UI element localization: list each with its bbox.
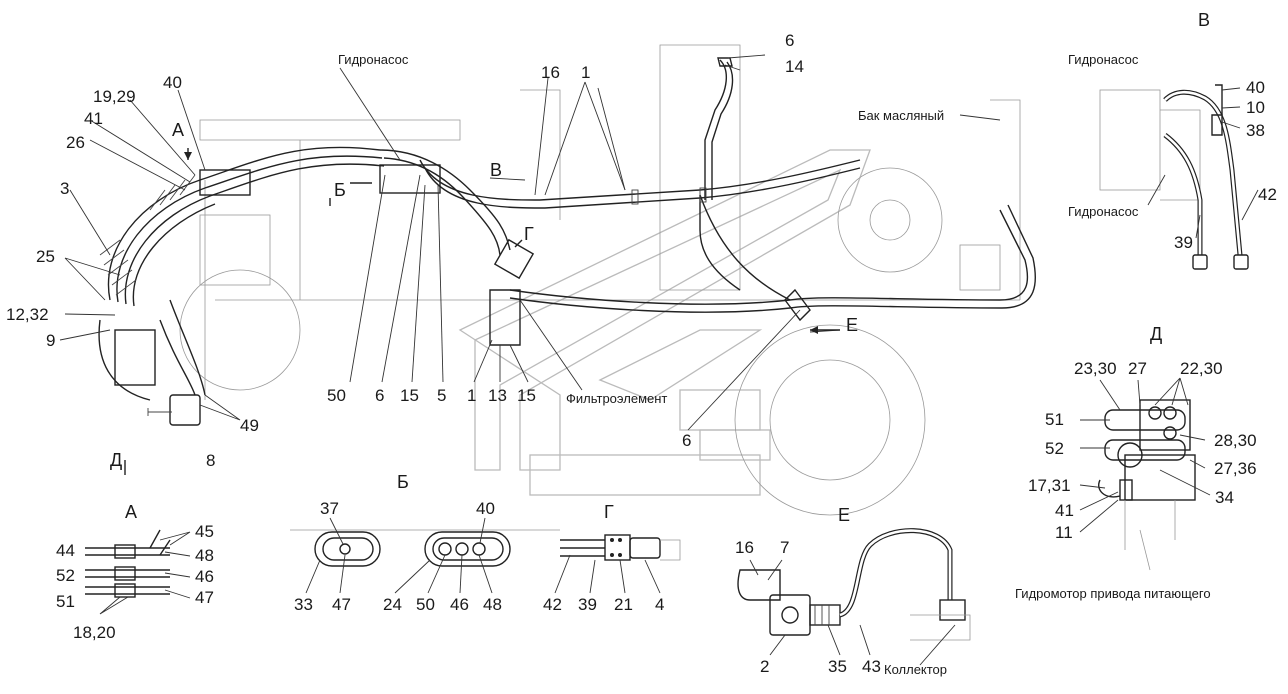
detail-g	[554, 534, 681, 594]
num-d: 23,30	[1074, 359, 1117, 378]
num-b: 48	[483, 595, 502, 614]
num-main: 6	[375, 386, 384, 405]
num-b: 50	[416, 595, 435, 614]
frame	[179, 44, 1021, 516]
section-title-d: Д	[1150, 324, 1162, 344]
section-mark-v: В	[490, 160, 502, 180]
num-g: 42	[543, 595, 562, 614]
num-d: 17,31	[1028, 476, 1071, 495]
num-b: 46	[450, 595, 469, 614]
num-main: 3	[60, 179, 69, 198]
num-main: 8	[206, 451, 215, 470]
section-mark-b: Б	[334, 180, 346, 200]
num-d: 52	[1045, 439, 1064, 458]
num-v: 40	[1246, 78, 1265, 97]
num-a: 45	[195, 522, 214, 541]
num-main: 25	[36, 247, 55, 266]
num-e: 35	[828, 657, 847, 676]
num-g: 21	[614, 595, 633, 614]
section-title-g: Г	[604, 502, 614, 522]
num-main: 49	[240, 416, 259, 435]
num-v: 42	[1258, 185, 1277, 204]
num-a: 18,20	[73, 623, 116, 642]
num-d: 22,30	[1180, 359, 1223, 378]
label-pump-b2: Гидронасос	[1068, 204, 1139, 219]
section-mark-a: А	[172, 120, 184, 140]
num-main: 15	[400, 386, 419, 405]
num-main: 9	[46, 331, 55, 350]
num-g: 39	[578, 595, 597, 614]
num-d: 27,36	[1214, 459, 1257, 478]
tank-pipe	[631, 57, 734, 205]
section-mark-e: Е	[846, 315, 858, 335]
label-filter: Фильтроэлемент	[566, 391, 667, 406]
num-main: 1	[467, 386, 476, 405]
detail-d	[1079, 377, 1211, 571]
num-d: 28,30	[1214, 431, 1257, 450]
section-title-a: А	[125, 502, 137, 522]
num-b: 33	[294, 595, 313, 614]
detail-v	[1099, 84, 1259, 270]
num-e: 16	[735, 538, 754, 557]
num-g: 4	[655, 595, 664, 614]
num-e: 7	[780, 538, 789, 557]
num-main: 19,29	[93, 87, 136, 106]
num-main: 50	[327, 386, 346, 405]
detail-e	[737, 528, 971, 666]
num-main: 41	[84, 109, 103, 128]
num-b: 37	[320, 499, 339, 518]
num-main: 1	[581, 63, 590, 82]
num-main: 6	[785, 31, 794, 50]
label-pump-b1: Гидронасос	[1068, 52, 1139, 67]
section-mark-g: Г	[524, 224, 534, 244]
num-a: 51	[56, 592, 75, 611]
watermark	[458, 149, 871, 496]
num-e: 2	[760, 657, 769, 676]
num-v: 10	[1246, 98, 1265, 117]
section-mark-d: Д	[110, 450, 122, 470]
num-e: 43	[862, 657, 881, 676]
label-oil-tank: Бак масляный	[858, 108, 944, 123]
num-d: 41	[1055, 501, 1074, 520]
num-b: 40	[476, 499, 495, 518]
num-main: 16	[541, 63, 560, 82]
section-title-e: Е	[838, 505, 850, 525]
num-a: 52	[56, 566, 75, 585]
section-arrows	[124, 148, 840, 475]
num-main: 40	[163, 73, 182, 92]
num-a: 48	[195, 546, 214, 565]
section-title-v: В	[1198, 10, 1210, 30]
num-main: 12,32	[6, 305, 49, 324]
num-d: 11	[1055, 523, 1073, 542]
label-collector: Коллектор	[884, 662, 947, 677]
detail-a	[85, 529, 191, 615]
num-a: 46	[195, 567, 214, 586]
num-d: 34	[1215, 488, 1234, 507]
section-title-b: Б	[397, 472, 409, 492]
num-b: 24	[383, 595, 402, 614]
label-motor: Гидромотор привода питающего	[1015, 586, 1211, 601]
leaders-main	[59, 54, 1001, 431]
num-d: 27	[1128, 359, 1147, 378]
hose-centre	[379, 149, 1037, 346]
num-d: 51	[1045, 410, 1064, 429]
num-b: 47	[332, 595, 351, 614]
num-main: 5	[437, 386, 446, 405]
num-main: 15	[517, 386, 536, 405]
num-main: 14	[785, 57, 804, 76]
num-v: 39	[1174, 233, 1193, 252]
detail-b	[290, 517, 560, 594]
num-main: 6	[682, 431, 691, 450]
label-pump-top: Гидронасос	[338, 52, 409, 67]
num-main: 13	[488, 386, 507, 405]
num-v: 38	[1246, 121, 1265, 140]
num-main: 26	[66, 133, 85, 152]
num-a: 47	[195, 588, 214, 607]
num-a: 44	[56, 541, 75, 560]
